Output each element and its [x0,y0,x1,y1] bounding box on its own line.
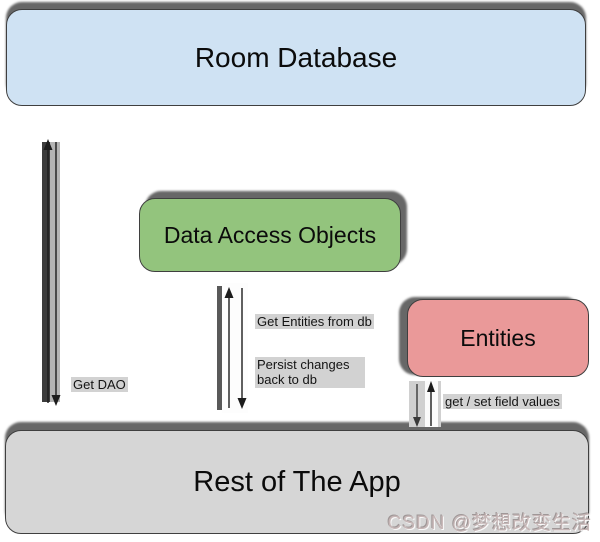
edge-label-get-entities-from-db: Get Entities from db [255,314,374,330]
node-entities: Entities [407,299,589,377]
node-data-access-objects-label: Data Access Objects [163,221,377,248]
node-room-database: Room Database [6,9,586,106]
edge-label-get-set-field-values: get / set field values [443,394,562,410]
arrow-entities-rest-bidirectional-icon [409,381,441,427]
node-rest-of-app-label: Rest of The App [193,465,401,498]
node-rest-of-app: Rest of The App [5,430,589,534]
arrow-dao-rest-bidirectional-icon [217,283,248,413]
node-room-database-label: Room Database [194,41,398,73]
node-data-access-objects: Data Access Objects [139,198,401,272]
edge-label-persist-changes: Persist changes back to db [255,357,365,388]
node-entities-label: Entities [460,324,536,351]
edge-label-get-dao: Get DAO [71,377,128,393]
arrow-rest-room-bidirectional-icon [42,139,61,406]
csdn-watermark: CSDN @梦想改变生活 [387,513,592,534]
